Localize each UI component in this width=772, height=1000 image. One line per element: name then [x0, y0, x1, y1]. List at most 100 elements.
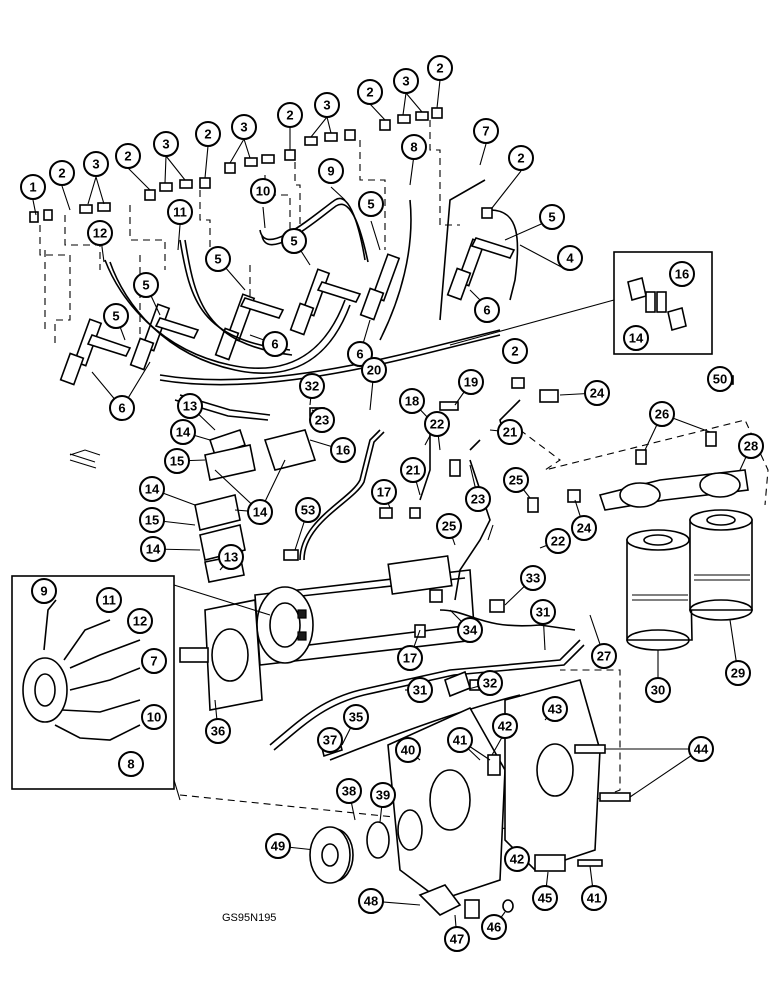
callout-41a-label: 41 — [453, 733, 467, 748]
callouts: 1 2 3 2 3 2 3 2 3 2 3 2 7 2 5 4 6 8 9 10… — [20, 55, 764, 952]
callout-16-inset-label: 16 — [675, 267, 689, 282]
callout-53: 53 — [295, 497, 321, 523]
callout-46: 46 — [481, 914, 507, 940]
callout-39-label: 39 — [376, 788, 390, 803]
callout-2f: 2 — [427, 55, 453, 81]
callout-2g-label: 2 — [517, 151, 524, 166]
gear-49 — [309, 826, 351, 884]
callout-13b: 13 — [218, 544, 244, 570]
callout-42a: 42 — [492, 713, 518, 739]
callout-14a-label: 14 — [176, 425, 191, 440]
callout-5e: 5 — [133, 272, 159, 298]
callout-16-inset: 16 — [669, 261, 695, 287]
callout-2d: 2 — [277, 102, 303, 128]
callout-21b-label: 21 — [406, 463, 420, 478]
callout-3b-label: 3 — [162, 137, 169, 152]
callout-4-label: 4 — [566, 251, 574, 266]
callout-23a: 23 — [309, 407, 335, 433]
callout-5a: 5 — [539, 204, 565, 230]
callout-7-inset: 7 — [141, 648, 167, 674]
callout-35: 35 — [343, 704, 369, 730]
callout-41b-label: 41 — [587, 891, 601, 906]
callout-20-label: 20 — [367, 363, 381, 378]
callout-15b: 15 — [139, 507, 165, 533]
callout-16: 16 — [330, 437, 356, 463]
callout-5d-label: 5 — [214, 252, 221, 267]
callout-17a: 17 — [371, 479, 397, 505]
callout-2c-label: 2 — [204, 127, 211, 142]
callout-24b: 24 — [571, 515, 597, 541]
callout-3c: 3 — [231, 114, 257, 140]
callout-43: 43 — [542, 696, 568, 722]
callout-3c-label: 3 — [240, 120, 247, 135]
callout-26: 26 — [649, 401, 675, 427]
callout-31a: 31 — [530, 599, 556, 625]
callout-32b: 32 — [477, 670, 503, 696]
callout-15a-label: 15 — [170, 454, 184, 469]
callout-49-label: 49 — [271, 839, 285, 854]
callout-2d-label: 2 — [286, 108, 293, 123]
callout-2h-label: 2 — [511, 344, 518, 359]
callout-34: 34 — [457, 617, 483, 643]
callout-42a-label: 42 — [498, 719, 512, 734]
callout-32a: 32 — [299, 373, 325, 399]
callout-38-label: 38 — [342, 784, 356, 799]
callout-17b-label: 17 — [403, 651, 417, 666]
callout-10: 10 — [250, 178, 276, 204]
callout-12: 12 — [87, 220, 113, 246]
callout-17b: 17 — [397, 645, 423, 671]
callout-29-label: 29 — [731, 666, 745, 681]
callout-17a-label: 17 — [377, 485, 391, 500]
callout-45-label: 45 — [538, 891, 552, 906]
callout-25a-label: 25 — [509, 473, 523, 488]
callout-2b: 2 — [115, 143, 141, 169]
callout-12-inset: 12 — [127, 608, 153, 634]
callout-49: 49 — [265, 833, 291, 859]
callout-8-inset: 8 — [118, 751, 144, 777]
callout-13b-label: 13 — [224, 550, 238, 565]
callout-9: 9 — [318, 158, 344, 184]
callout-31a-label: 31 — [536, 605, 550, 620]
callout-22a-label: 22 — [430, 417, 444, 432]
callout-1-label: 1 — [29, 180, 36, 195]
callout-26-label: 26 — [655, 407, 669, 422]
callout-3a-label: 3 — [92, 157, 99, 172]
callout-2b-label: 2 — [124, 149, 131, 164]
callout-38: 38 — [336, 778, 362, 804]
callout-47-label: 47 — [450, 932, 464, 947]
callout-9-label: 9 — [327, 164, 334, 179]
callout-12-inset-label: 12 — [133, 614, 147, 629]
callout-31b-label: 31 — [413, 683, 427, 698]
callout-6b-label: 6 — [271, 337, 278, 352]
callout-11: 11 — [167, 199, 193, 225]
callout-40-label: 40 — [401, 743, 415, 758]
callout-12-label: 12 — [93, 226, 107, 241]
callout-3a: 3 — [83, 151, 109, 177]
callout-3d-label: 3 — [323, 98, 330, 113]
callout-43-label: 43 — [548, 702, 562, 717]
callout-22b-label: 22 — [551, 534, 565, 549]
callout-25b: 25 — [436, 513, 462, 539]
callout-27-label: 27 — [597, 649, 611, 664]
callout-24a-label: 24 — [590, 386, 605, 401]
callout-14b-label: 14 — [145, 482, 160, 497]
callout-14d: 14 — [140, 536, 166, 562]
callout-7-inset-label: 7 — [150, 654, 157, 669]
callout-2a: 2 — [49, 160, 75, 186]
callout-5d: 5 — [205, 246, 231, 272]
callout-23a-label: 23 — [315, 413, 329, 428]
callout-37-label: 37 — [323, 733, 337, 748]
callout-3d: 3 — [314, 92, 340, 118]
callout-23b-label: 23 — [471, 492, 485, 507]
callout-42b-label: 42 — [510, 852, 524, 867]
callout-35-label: 35 — [349, 710, 363, 725]
callout-8: 8 — [401, 134, 427, 160]
callout-6a: 6 — [474, 297, 500, 323]
callout-15b-label: 15 — [145, 513, 159, 528]
callout-5b: 5 — [358, 191, 384, 217]
callout-30-label: 30 — [651, 683, 665, 698]
callout-5a-label: 5 — [548, 210, 555, 225]
callout-9-inset: 9 — [31, 578, 57, 604]
callout-11-label: 11 — [173, 205, 187, 220]
callout-11-inset: 11 — [96, 587, 122, 613]
